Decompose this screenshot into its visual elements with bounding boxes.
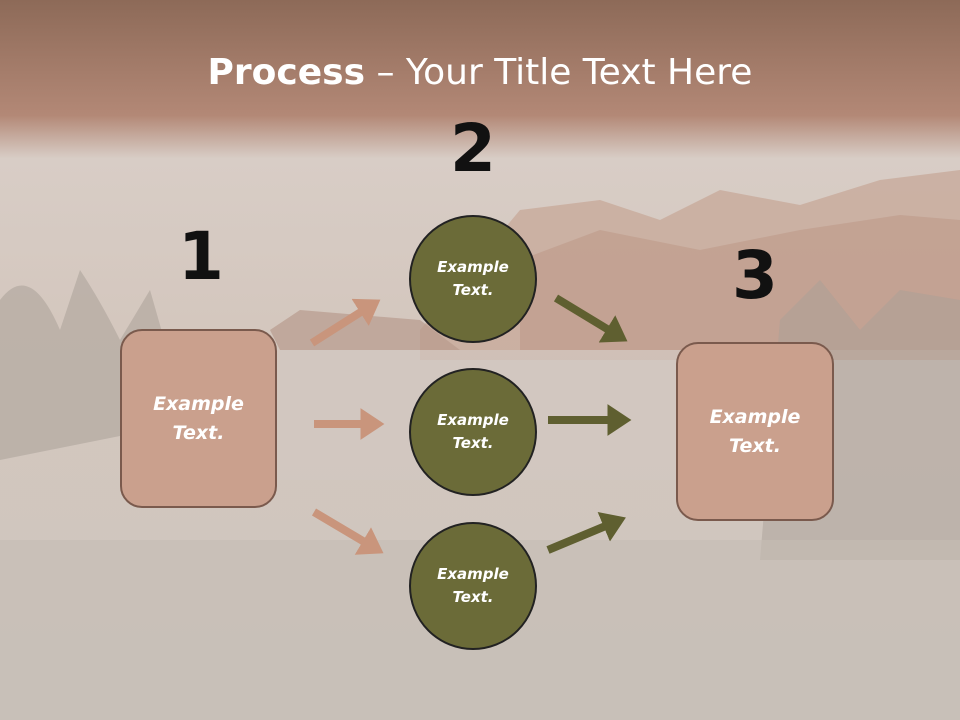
step-3-box: Example Text. — [676, 342, 834, 521]
step-2-circle-top: Example Text. — [409, 215, 537, 343]
step-1-text: Example Text. — [153, 392, 244, 444]
circle-top-text: Example Text. — [437, 258, 509, 299]
slide-title: Process – Your Title Text Here — [0, 52, 960, 93]
step-3-text: Example Text. — [709, 405, 801, 457]
step-1-number: 1 — [178, 218, 224, 295]
step-3-number: 3 — [732, 237, 778, 314]
circle-bottom-text: Example Text. — [437, 565, 509, 606]
circle-middle-text: Example Text. — [437, 411, 509, 452]
step-2-circle-middle: Example Text. — [409, 368, 537, 496]
title-rest: – Your Title Text Here — [365, 52, 753, 93]
step-2-number: 2 — [450, 110, 496, 187]
title-bold: Process — [207, 52, 366, 93]
step-1-box: Example Text. — [120, 329, 277, 508]
step-2-circle-bottom: Example Text. — [409, 522, 537, 650]
